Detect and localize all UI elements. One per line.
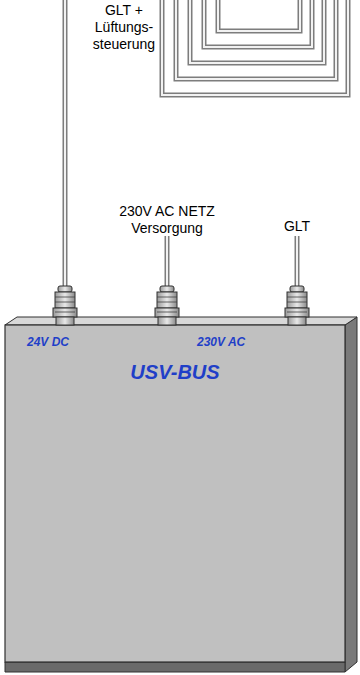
cable — [165, 236, 170, 290]
cable-core — [166, 236, 168, 290]
cable-gland — [53, 286, 77, 325]
cable — [63, 0, 68, 290]
cable-core — [296, 236, 298, 290]
cable-core — [204, 0, 312, 47]
cable-label: GLT — [272, 218, 322, 235]
cable — [190, 0, 324, 63]
cable-glands — [53, 286, 309, 325]
cable-gland — [155, 286, 179, 325]
housing-top — [5, 317, 357, 325]
cable — [162, 0, 348, 95]
housing-side — [345, 317, 357, 672]
cable-label: GLT + Lüftungs- steuerung — [84, 2, 164, 53]
voltage-label: 24V DC — [27, 335, 69, 349]
cable — [176, 0, 336, 79]
cable-core — [218, 0, 300, 31]
cable-core — [162, 0, 348, 95]
housing-bottom — [5, 662, 345, 672]
cable-core — [190, 0, 324, 63]
cables — [65, 0, 348, 290]
cable-gland — [285, 286, 309, 325]
ups-housing: 24V DC 230V AC USV-BUS — [5, 325, 351, 662]
voltage-label: 230V AC — [197, 335, 245, 349]
device-name: USV-BUS — [5, 361, 345, 384]
cable-core — [64, 0, 66, 290]
cable-label: 230V AC NETZ Versorgung — [112, 203, 222, 237]
cable — [295, 236, 300, 290]
cable-core — [176, 0, 336, 79]
cable — [218, 0, 300, 31]
housing-front — [5, 325, 345, 662]
cable — [204, 0, 312, 47]
